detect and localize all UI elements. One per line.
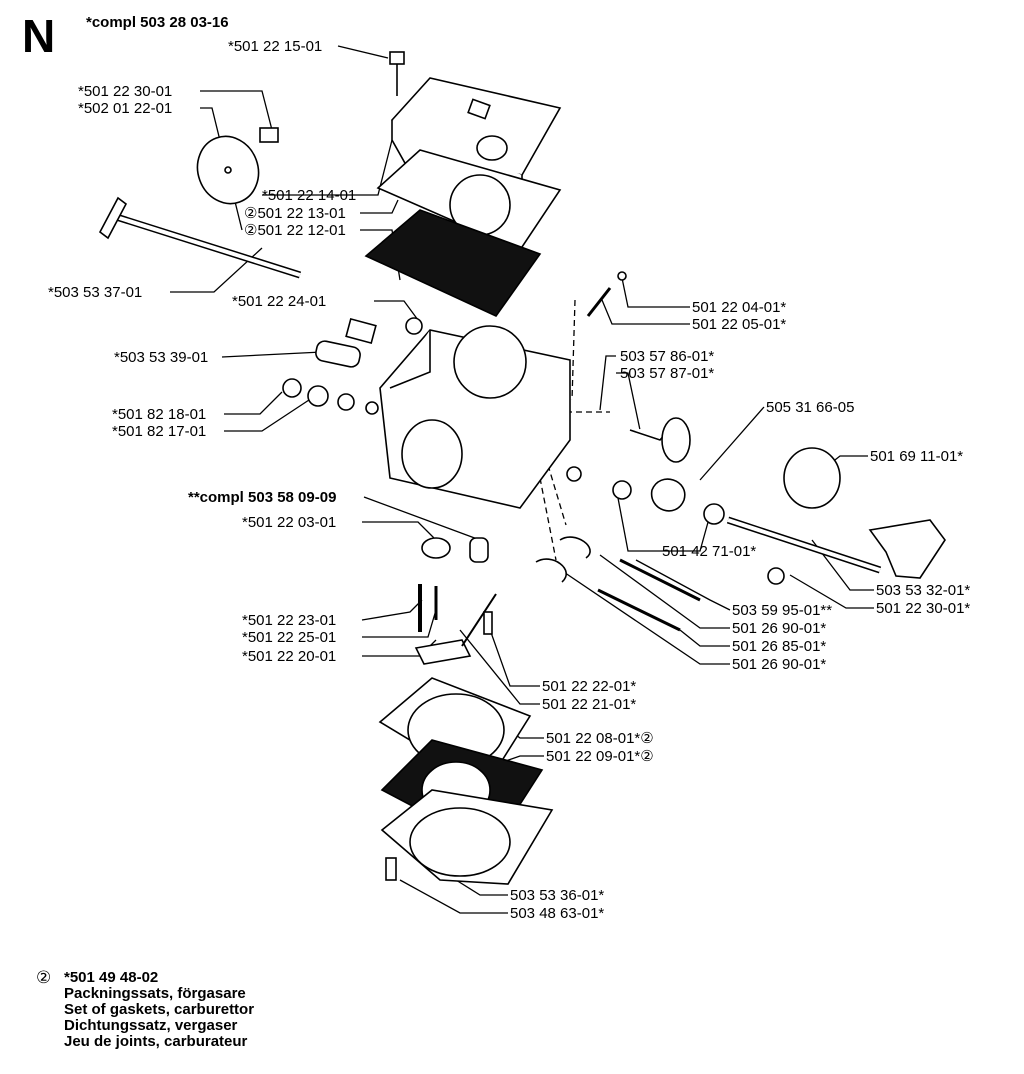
kit-part-number: *501 49 48-02	[64, 969, 159, 986]
kit-marker: ②	[244, 205, 258, 222]
kit-description-sv: Packningssats, förgasare	[64, 985, 246, 1002]
part-label-with-kit: 501 22 09-01*②	[546, 748, 654, 765]
part-label: *501 82 18-01	[112, 406, 207, 423]
kit-description-fr: Jeu de joints, carburateur	[64, 1033, 248, 1050]
part-label: 503 48 63-01*	[510, 905, 605, 922]
part-label: *501 22 24-01	[232, 293, 327, 310]
part-label: 501 26 85-01*	[732, 638, 827, 655]
assembly-label: *compl 503 28 03-16	[86, 14, 229, 31]
part-label-with-kit: 501 22 08-01*②	[546, 730, 654, 747]
part-label: 501 26 90-01*	[732, 620, 827, 637]
part-label: *501 22 14-01	[262, 187, 357, 204]
part-label: 501 22 04-01*	[692, 299, 787, 316]
part-label: *501 22 25-01	[242, 629, 337, 646]
part-label: 501 26 90-01*	[732, 656, 827, 673]
part-label: 503 57 87-01*	[620, 365, 715, 382]
kit-marker: ②	[640, 748, 654, 765]
kit-marker: ②	[244, 222, 258, 239]
part-label-with-kit: ②501 22 12-01	[244, 222, 346, 239]
section-letter: N	[22, 10, 56, 62]
kit-marker: ②	[36, 968, 52, 987]
part-label: *501 22 03-01	[242, 514, 337, 531]
kit-description-de: Dichtungssatz, vergaser	[64, 1017, 238, 1034]
part-label: 503 59 95-01**	[732, 602, 833, 619]
part-label: *503 53 37-01	[48, 284, 143, 301]
part-label: 503 57 86-01*	[620, 348, 715, 365]
part-label: 501 22 22-01*	[542, 678, 637, 695]
part-label: 501 22 21-01*	[542, 696, 637, 713]
kit-description-en: Set of gaskets, carburettor	[64, 1001, 255, 1018]
part-label: 503 53 32-01*	[876, 582, 971, 599]
gasket-kit-legend: ② *501 49 48-02 Packningssats, förgasare…	[36, 968, 255, 1050]
part-label-with-kit: ②501 22 13-01	[244, 205, 346, 222]
part-label: 501 22 05-01*	[692, 316, 787, 333]
part-label: 501 69 11-01*	[870, 448, 964, 465]
part-label: *501 82 17-01	[112, 423, 207, 440]
kit-marker: ②	[640, 730, 654, 747]
part-label: 501 22 30-01*	[876, 600, 971, 617]
part-label: *501 22 23-01	[242, 612, 337, 629]
part-label: *501 22 15-01	[228, 38, 323, 55]
part-label: 505 31 66-05	[766, 399, 855, 416]
part-label: *501 22 20-01	[242, 648, 337, 665]
part-label: *501 22 30-01	[78, 83, 173, 100]
part-label: *503 53 39-01	[114, 349, 209, 366]
sub-assembly-label: **compl 503 58 09-09	[188, 489, 337, 506]
part-label: 503 53 36-01*	[510, 887, 605, 904]
part-label: *502 01 22-01	[78, 100, 173, 117]
part-label: 501 42 71-01*	[662, 543, 757, 560]
